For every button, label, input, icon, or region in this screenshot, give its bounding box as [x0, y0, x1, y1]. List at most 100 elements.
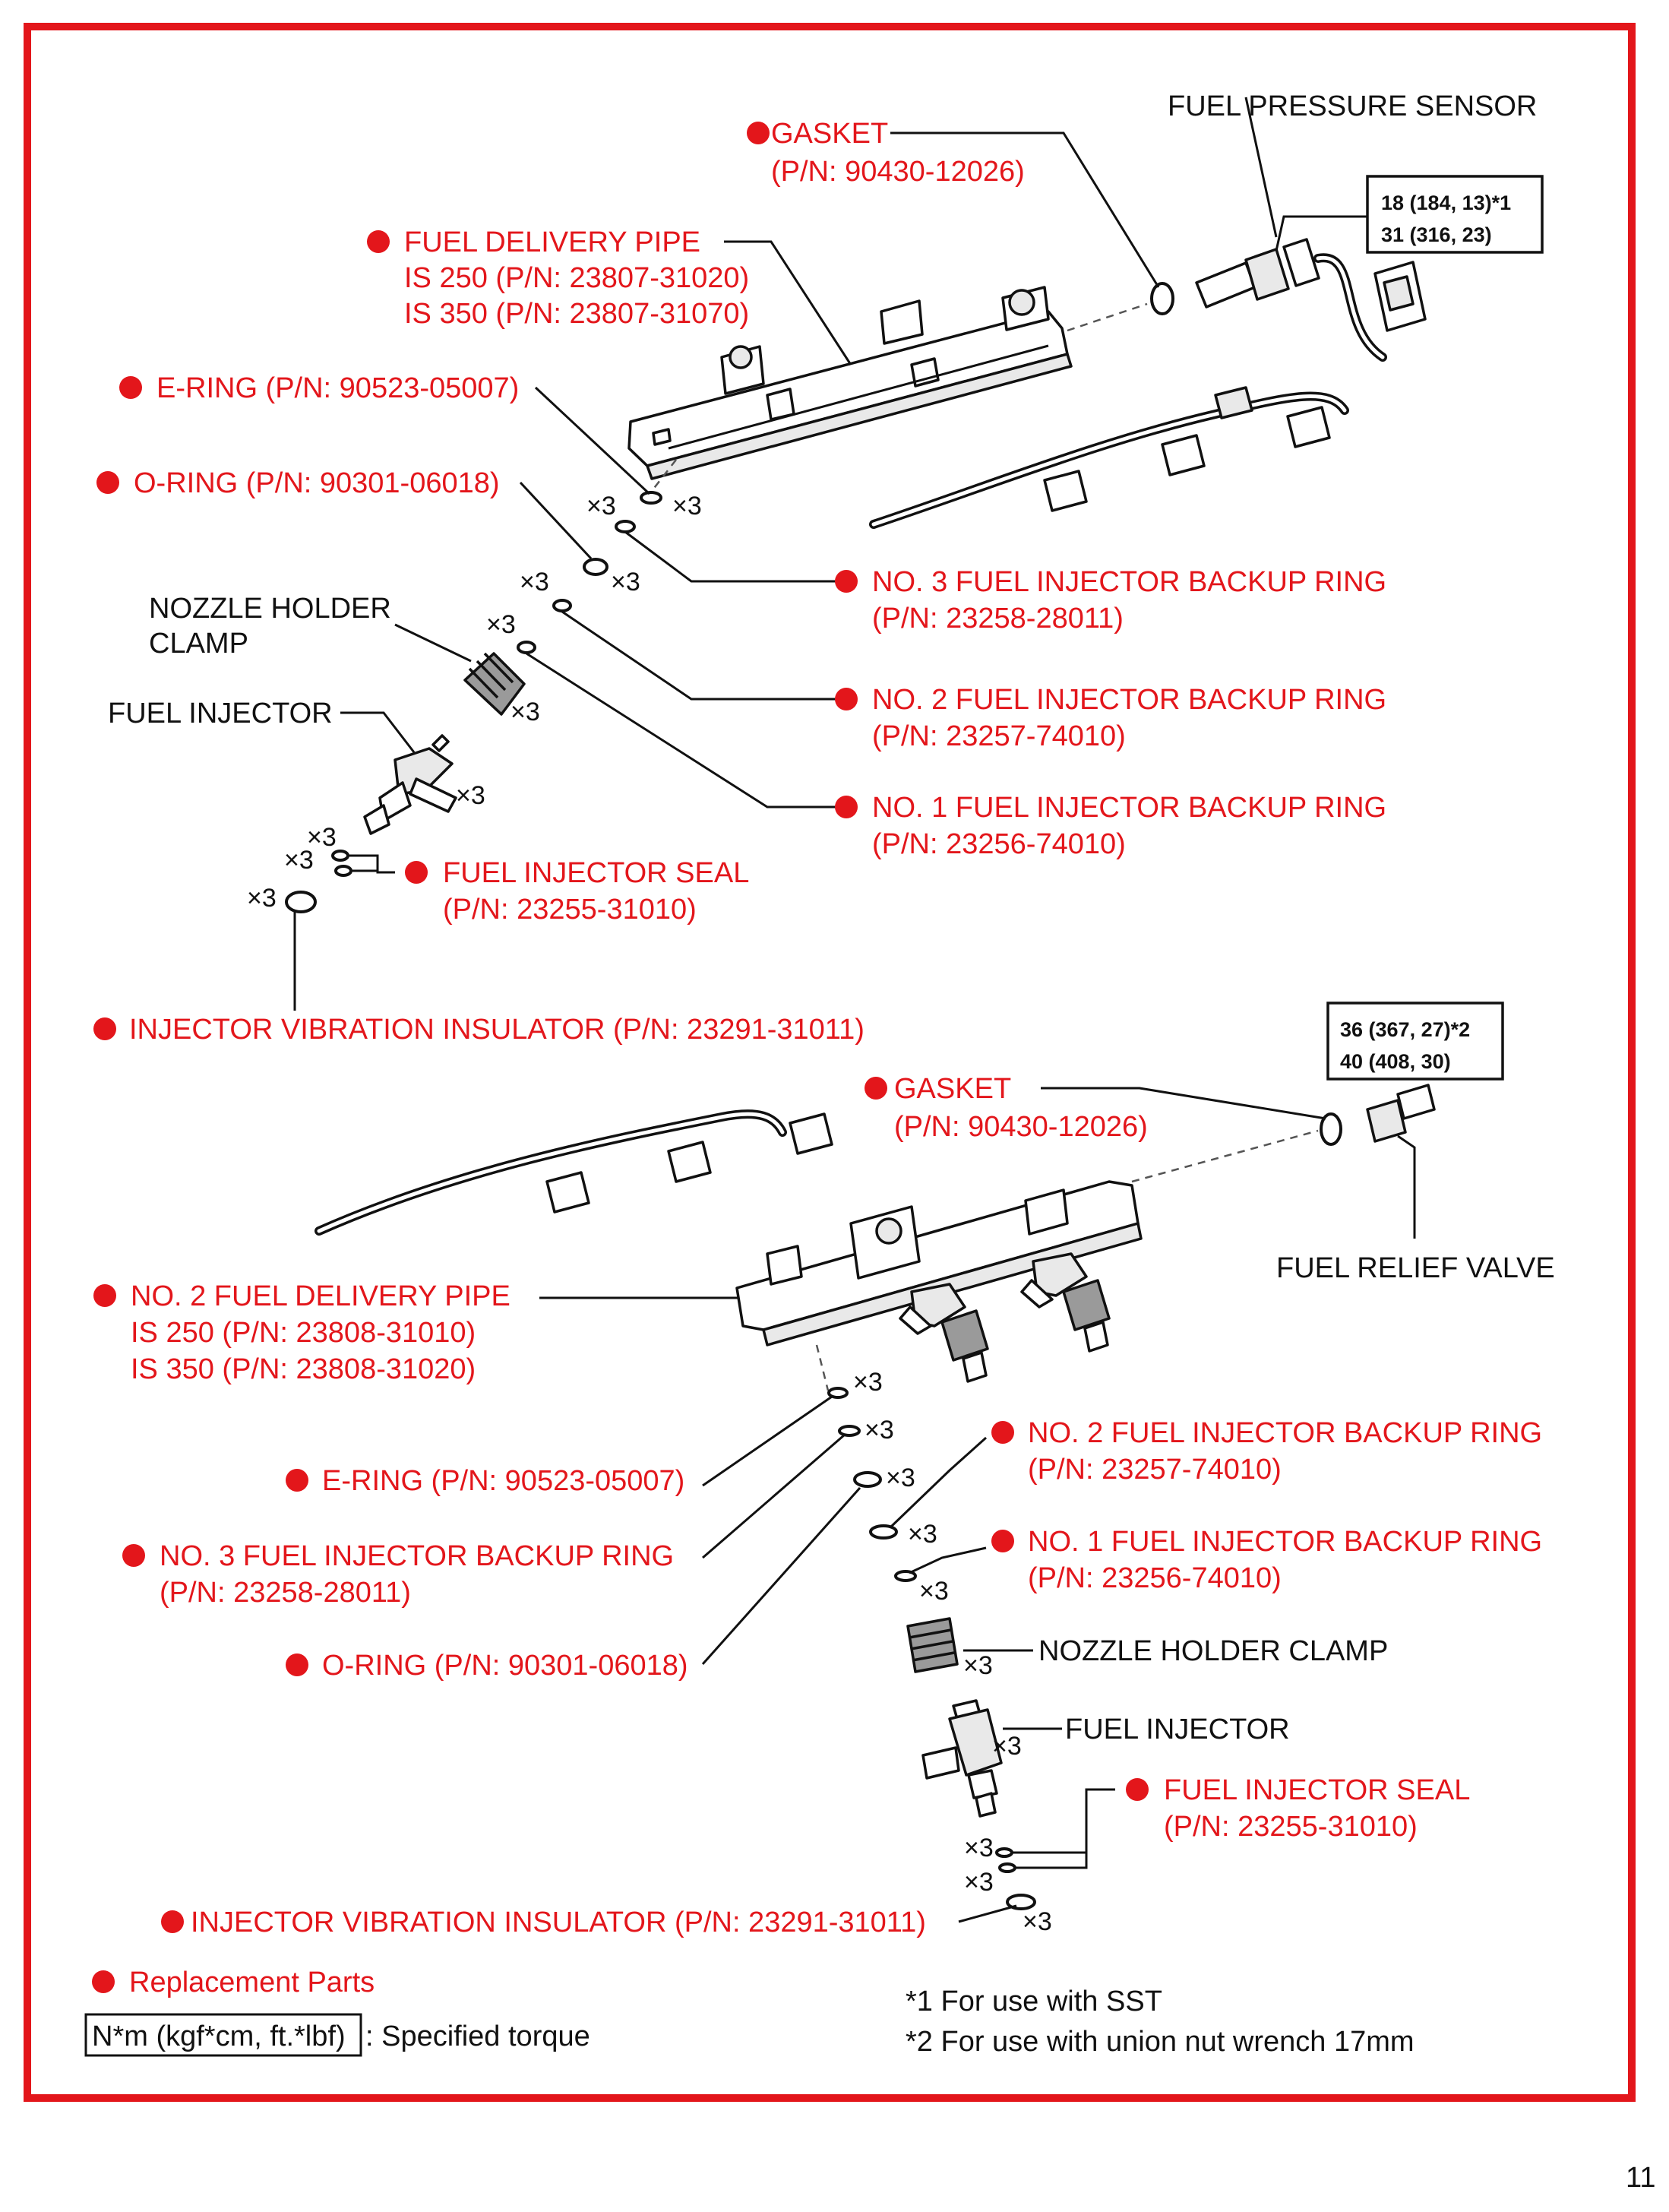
- multiplier: ×3: [307, 823, 337, 852]
- multiplier: ×3: [853, 1368, 883, 1397]
- no2-fuel-delivery-pipe-label: NO. 2 FUEL DELIVERY PIPE: [131, 1280, 510, 1312]
- e-ring-label: E-RING (P/N: 90523-05007): [156, 372, 519, 404]
- backup-ring-1-drawing: [517, 641, 536, 654]
- no1-backup-ring-lower-label: NO. 1 FUEL INJECTOR BACKUP RING: [1028, 1526, 1542, 1558]
- note-1: *1 For use with SST: [906, 1986, 1162, 2017]
- o-ring-lower-label: O-RING (P/N: 90301-06018): [322, 1650, 688, 1682]
- replacement-dot: [96, 471, 119, 494]
- gasket-lower-pn: (P/N: 90430-12026): [894, 1111, 1148, 1143]
- replacement-dot: [93, 1284, 116, 1307]
- gasket-ring-lower-drawing: [1320, 1112, 1342, 1146]
- fuel-delivery-pipe-is250: IS 250 (P/N: 23807-31020): [404, 262, 749, 294]
- no1-backup-ring-lower-pn: (P/N: 23256-74010): [1028, 1562, 1282, 1594]
- fuel-pressure-sensor-drawing: [1195, 238, 1427, 362]
- injector-vibration-insulator-lower-label: INJECTOR VIBRATION INSULATOR (P/N: 23291…: [191, 1907, 926, 1938]
- multiplier: ×3: [964, 1834, 994, 1862]
- replacement-dot: [865, 1077, 887, 1100]
- multiplier: ×3: [247, 884, 277, 913]
- multiplier: ×3: [992, 1732, 1022, 1761]
- replacement-dot: [835, 796, 858, 818]
- backup-ring-3-lower-drawing: [838, 1425, 861, 1437]
- fuel-relief-valve-drawing: [1366, 1084, 1436, 1143]
- backup-ring-3-drawing: [615, 520, 636, 533]
- e-ring-lower-label: E-RING (P/N: 90523-05007): [322, 1465, 684, 1497]
- e-ring-lower-drawing: [827, 1387, 849, 1399]
- fuel-delivery-pipe-label: FUEL DELIVERY PIPE: [404, 226, 700, 258]
- fuel-injector-seal-1-drawing: [331, 850, 349, 862]
- multiplier: ×3: [456, 781, 485, 810]
- no2-backup-ring-label: NO. 2 FUEL INJECTOR BACKUP RING: [872, 684, 1386, 716]
- nozzle-holder-clamp-drawing: [463, 652, 526, 716]
- fuel-delivery-pipe-is350: IS 350 (P/N: 23807-31070): [404, 298, 749, 330]
- o-ring-label: O-RING (P/N: 90301-06018): [134, 467, 500, 499]
- multiplier: ×3: [908, 1520, 937, 1549]
- multiplier: ×3: [865, 1416, 894, 1445]
- no2-backup-ring-lower-pn: (P/N: 23257-74010): [1028, 1454, 1282, 1486]
- replacement-dot: [367, 230, 390, 253]
- replacement-dot: [161, 1910, 184, 1933]
- multiplier: ×3: [520, 568, 549, 597]
- wire-harness-lower-drawing: [315, 1109, 833, 1236]
- gasket-ring-drawing: [1150, 282, 1174, 315]
- no3-backup-ring-label: NO. 3 FUEL INJECTOR BACKUP RING: [872, 566, 1386, 598]
- replacement-dot: [747, 122, 770, 144]
- no3-backup-ring-pn: (P/N: 23258-28011): [872, 603, 1124, 634]
- replacement-dot: [1126, 1778, 1149, 1801]
- multiplier: ×3: [284, 846, 314, 875]
- multiplier: ×3: [886, 1464, 915, 1492]
- fuel-relief-valve-label: FUEL RELIEF VALVE: [1276, 1252, 1555, 1284]
- multiplier: ×3: [963, 1651, 993, 1680]
- fuel-injector-seal-lower-pn: (P/N: 23255-31010): [1164, 1811, 1418, 1843]
- multiplier: ×3: [510, 698, 540, 726]
- gasket-pn: (P/N: 90430-12026): [771, 156, 1025, 188]
- fuel-injector-seal-2-drawing: [334, 865, 352, 877]
- no2-fuel-delivery-pipe-drawing: [735, 1180, 1143, 1383]
- multiplier: ×3: [672, 492, 702, 521]
- no3-backup-ring-lower-pn: (P/N: 23258-28011): [160, 1577, 411, 1609]
- backup-ring-2-drawing: [552, 599, 572, 612]
- replacement-dot: [991, 1530, 1014, 1552]
- replacement-dot: [93, 1017, 116, 1040]
- gasket-lower-label: GASKET: [894, 1073, 1011, 1105]
- wire-harness-upper-drawing: [869, 386, 1349, 529]
- no2-backup-ring-lower-label: NO. 2 FUEL INJECTOR BACKUP RING: [1028, 1417, 1542, 1449]
- injector-vibration-insulator-drawing: [285, 891, 317, 913]
- no2-fuel-delivery-pipe-is350: IS 350 (P/N: 23808-31020): [131, 1353, 476, 1385]
- fuel-injector-seal-lower-2-drawing: [998, 1862, 1016, 1873]
- diagram-border: [24, 23, 1636, 2102]
- no3-backup-ring-lower-label: NO. 3 FUEL INJECTOR BACKUP RING: [160, 1540, 674, 1572]
- fuel-injector-seal-lower-label: FUEL INJECTOR SEAL: [1164, 1774, 1470, 1806]
- legend-torque-desc: : Specified torque: [365, 2021, 590, 2052]
- nozzle-holder-clamp-lower-drawing: [906, 1617, 959, 1673]
- legend-torque-box-text: N*m (kgf*cm, ft.*lbf): [92, 2021, 346, 2052]
- fuel-injector-label: FUEL INJECTOR: [108, 698, 333, 729]
- torque-box-valve: [1326, 1002, 1504, 1081]
- fuel-delivery-pipe-drawing: [627, 286, 1073, 480]
- torque-sensor-line2: 31 (316, 23): [1381, 223, 1492, 246]
- no2-backup-ring-pn: (P/N: 23257-74010): [872, 720, 1126, 752]
- torque-valve-line2: 40 (408, 30): [1340, 1050, 1451, 1073]
- legend-replacement-parts: Replacement Parts: [129, 1967, 375, 1998]
- replacement-dot: [286, 1653, 308, 1676]
- multiplier: ×3: [611, 568, 640, 597]
- replacement-dot: [991, 1421, 1014, 1444]
- fuel-injector-lower-label: FUEL INJECTOR: [1065, 1714, 1290, 1745]
- replacement-dot: [835, 570, 858, 593]
- fuel-pressure-sensor-label: FUEL PRESSURE SENSOR: [1168, 90, 1537, 122]
- replacement-dot: [92, 1970, 115, 1993]
- multiplier: ×3: [919, 1577, 949, 1606]
- fuel-injector-drawing: [363, 734, 457, 835]
- replacement-dot: [119, 376, 142, 399]
- replacement-dot: [122, 1544, 145, 1567]
- backup-ring-2-lower-drawing: [869, 1524, 898, 1540]
- no2-fuel-delivery-pipe-is250: IS 250 (P/N: 23808-31010): [131, 1317, 476, 1349]
- no1-backup-ring-pn: (P/N: 23256-74010): [872, 828, 1126, 860]
- nozzle-holder-clamp-label1: NOZZLE HOLDER: [149, 593, 391, 625]
- replacement-dot: [835, 688, 858, 710]
- replacement-dot: [286, 1469, 308, 1492]
- no1-backup-ring-label: NO. 1 FUEL INJECTOR BACKUP RING: [872, 792, 1386, 824]
- multiplier: ×3: [486, 610, 516, 639]
- fuel-injector-seal-pn: (P/N: 23255-31010): [443, 894, 697, 926]
- nozzle-holder-clamp-lower-label: NOZZLE HOLDER CLAMP: [1038, 1635, 1388, 1667]
